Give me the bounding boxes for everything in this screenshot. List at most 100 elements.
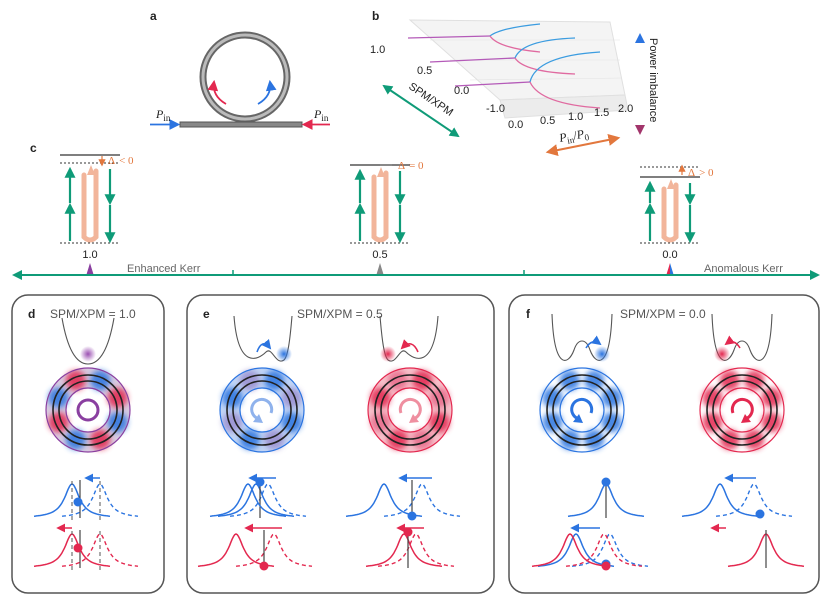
b-x-tick: 0.0	[508, 119, 523, 131]
ring-inner-outline	[719, 387, 765, 433]
ccw-arrow	[207, 79, 227, 105]
dashed-resonance	[229, 483, 307, 517]
state-ball	[594, 346, 610, 362]
ring-outline	[367, 367, 453, 453]
spectra	[33, 473, 139, 570]
ring-background	[46, 368, 130, 452]
panel-b-label: b	[372, 9, 379, 23]
solid-resonance	[345, 483, 423, 517]
operating-point	[403, 527, 413, 537]
anomalous-kerr-label: Anomalous Kerr	[704, 263, 783, 275]
solid-resonance	[681, 483, 759, 517]
bus-waveguide	[179, 121, 303, 128]
ring-inner-outline	[65, 387, 111, 433]
circulation-icon	[398, 397, 422, 421]
potential-well	[711, 313, 773, 362]
circulation-arrowhead	[741, 414, 751, 423]
b-x-tick: 1.0	[568, 111, 583, 123]
dashed-resonance	[383, 483, 461, 517]
ring-outline	[539, 367, 625, 453]
panel-f: f SPM/XPM = 0.0	[508, 294, 820, 594]
panel-d-label: d	[28, 307, 35, 321]
potential-well	[551, 313, 613, 362]
circulation-arrowhead	[253, 414, 263, 423]
b-depth-tick: -1.0	[486, 103, 505, 115]
scattering-path	[371, 170, 389, 243]
standing-wave-icon	[76, 398, 100, 422]
panel-d-box	[11, 294, 165, 594]
state-ball	[80, 346, 96, 362]
dashed-resonance	[377, 533, 455, 567]
potential-well	[379, 315, 439, 362]
scattering-arrowhead	[87, 165, 95, 175]
cw-arrow	[257, 79, 277, 105]
potential-curve	[61, 317, 115, 365]
dashed-resonance	[715, 483, 793, 517]
ring-field-pattern	[45, 367, 131, 453]
waveguide-line	[546, 374, 618, 446]
potential-curve	[233, 315, 293, 362]
pin-left-label: Pin	[155, 107, 171, 123]
solid-resonance	[537, 533, 615, 567]
solid-resonance	[531, 533, 609, 567]
spectra	[345, 473, 461, 568]
operating-point	[73, 497, 83, 507]
circulation-arrowhead	[573, 414, 583, 423]
b-depth-tick: 1.0	[370, 44, 385, 56]
solid-resonance	[209, 483, 287, 517]
panel-illustrations	[33, 313, 805, 571]
kerr-tick-label: 0.5	[372, 249, 387, 261]
ring-field-pattern	[219, 367, 305, 453]
panel-b: b 1.0 0.5 0.0 -1.0 0.0 0.5 1.0 1.5 2.0	[370, 9, 659, 157]
potential-well	[61, 317, 115, 365]
operating-point	[601, 561, 611, 571]
detuning-label: Δ= 0	[398, 160, 424, 172]
state-ball	[276, 346, 292, 362]
panel-f-label: f	[526, 307, 531, 321]
waveguide-line	[712, 380, 772, 440]
waveguide-line	[226, 374, 298, 446]
operating-point	[73, 543, 83, 553]
spmxpm-axis-label: SPM/XPM	[406, 81, 455, 119]
waveguide-line	[706, 374, 778, 446]
ring-background	[700, 368, 784, 452]
panel-e-box	[186, 294, 495, 594]
waveguide-line	[380, 380, 440, 440]
scattering-path	[661, 182, 679, 243]
waveguide-line	[58, 380, 118, 440]
panel-a-label: a	[150, 9, 157, 23]
tilt-arrow	[724, 335, 741, 349]
potential-curve	[379, 315, 439, 362]
scattering-arrowhead	[377, 167, 385, 177]
bifurcation-curves	[407, 23, 601, 109]
waveguide-line	[232, 380, 292, 440]
ring-background	[220, 368, 304, 452]
solid-resonance	[365, 533, 443, 567]
spmxpm-axis-arrow	[382, 84, 460, 138]
power-imbalance-label: Power imbalance	[647, 38, 659, 122]
spectra	[681, 473, 805, 568]
panel-c-label: c	[30, 141, 37, 155]
panel-e-label: e	[203, 307, 210, 321]
ring-field-pattern	[367, 367, 453, 453]
ring-outline	[219, 367, 305, 453]
pin-p0-axis-arrow	[545, 133, 621, 157]
scattering-arrowhead	[667, 179, 675, 189]
solid-resonance	[197, 533, 275, 567]
panel-e: e SPM/XPM = 0.5	[186, 294, 495, 594]
circulation-icon	[570, 397, 594, 421]
ring-inner-outline	[387, 387, 433, 433]
panel-a: a Pin Pin	[150, 9, 330, 130]
ring-field-pattern	[539, 367, 625, 453]
operating-point	[601, 477, 611, 487]
detuning-label: Δ> 0	[688, 167, 714, 179]
state-ball	[380, 346, 396, 362]
ring-outline	[45, 367, 131, 453]
ring-inner-outline	[239, 387, 285, 433]
tilt-arrow	[400, 339, 419, 353]
ring-outline	[699, 367, 785, 453]
panel-d-title: SPM/XPM = 1.0	[50, 307, 136, 321]
state-ball	[714, 346, 730, 362]
operating-point	[259, 561, 269, 571]
dashed-resonance	[571, 533, 649, 567]
